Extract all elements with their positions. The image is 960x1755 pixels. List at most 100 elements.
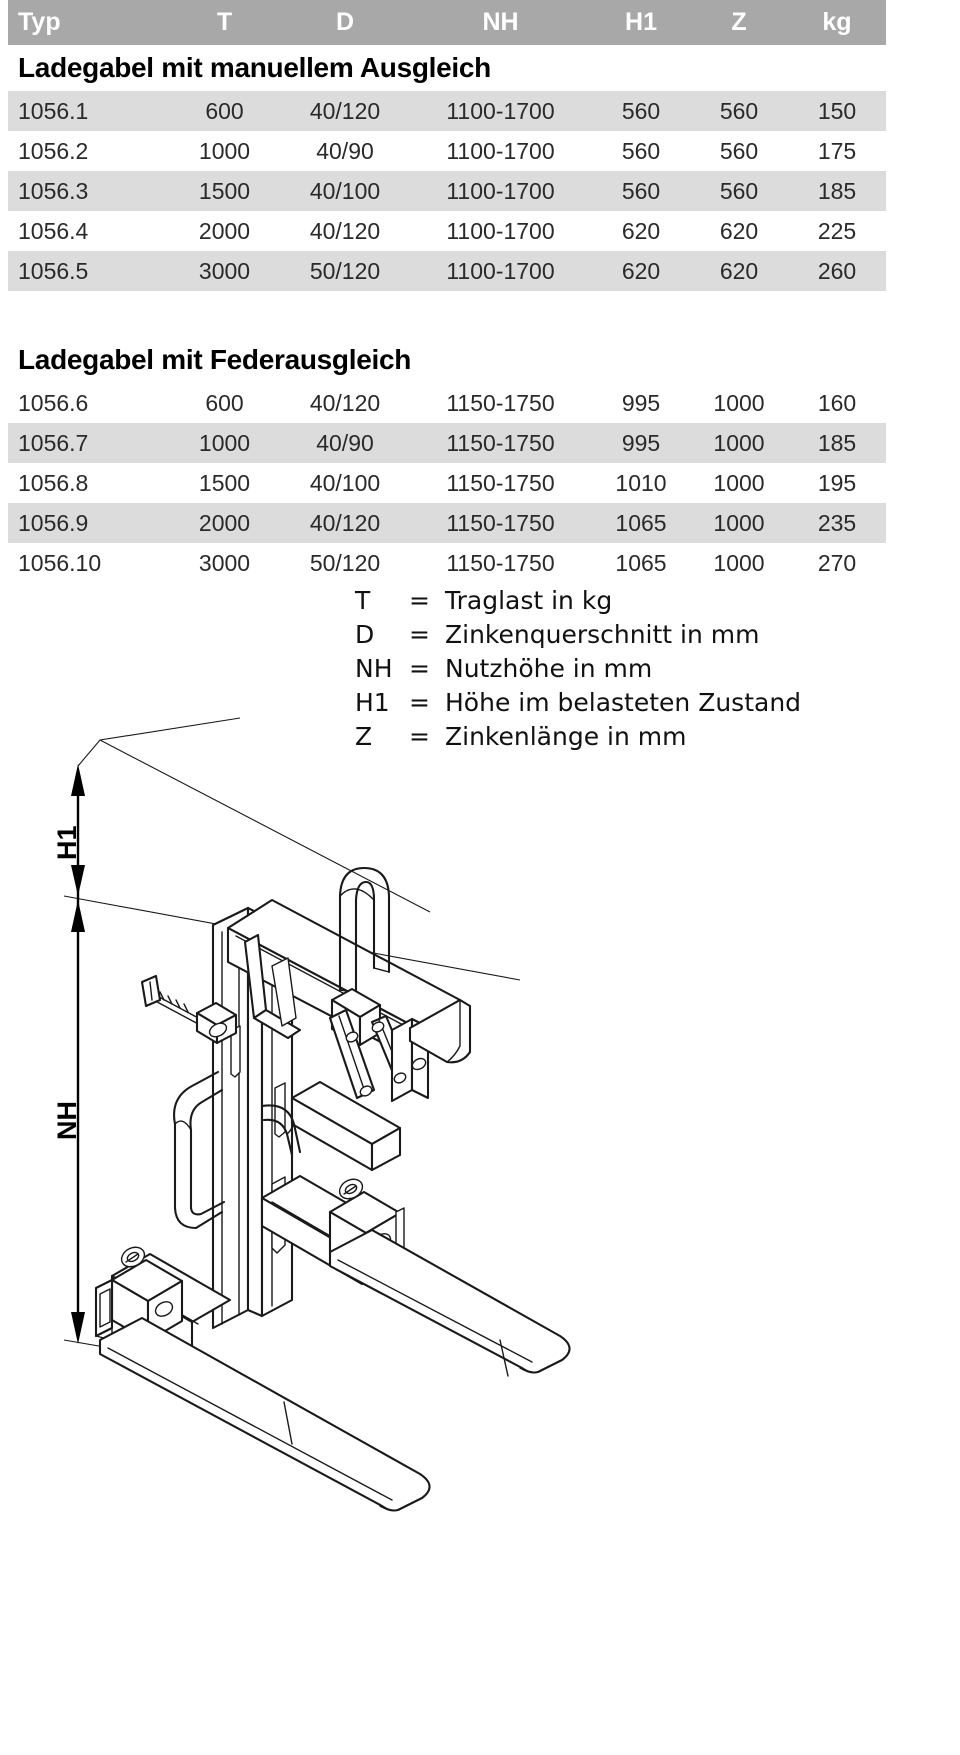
cell-h1: 620 (592, 251, 690, 291)
table-row: 1056.7 1000 40/90 1150-1750 995 1000 185 (8, 423, 886, 463)
cell-z: 1000 (690, 503, 788, 543)
cell-h1: 995 (592, 423, 690, 463)
table-row: 1056.1 600 40/120 1100-1700 560 560 150 (8, 91, 886, 131)
cell-t: 600 (168, 91, 281, 131)
dimension-line-vertical (71, 764, 85, 1344)
legend-key: D (355, 620, 375, 649)
legend-equals: = (409, 586, 430, 615)
specification-table: Typ T D NH H1 Z kg Ladegabel mit manuell… (8, 0, 886, 583)
cell-h1: 1065 (592, 503, 690, 543)
cell-d: 40/120 (281, 383, 409, 423)
column-header-t: T (168, 0, 281, 45)
cell-z: 1000 (690, 383, 788, 423)
cell-t: 1500 (168, 171, 281, 211)
adjustment-spindle (140, 974, 238, 1045)
cell-typ: 1056.5 (8, 251, 168, 291)
table-header-row: Typ T D NH H1 Z kg (8, 0, 886, 45)
cell-t: 3000 (168, 251, 281, 291)
fork-tine-front (98, 1316, 431, 1512)
cell-t: 1000 (168, 131, 281, 171)
cell-nh: 1150-1750 (409, 423, 592, 463)
cell-typ: 1056.2 (8, 131, 168, 171)
cell-d: 40/100 (281, 171, 409, 211)
cell-nh: 1150-1750 (409, 543, 592, 583)
legend-equals: = (409, 654, 430, 683)
column-header-d: D (281, 0, 409, 45)
cell-d: 50/120 (281, 543, 409, 583)
load-fork-isometric-drawing: .ln { fill:none; stroke:#1a1a1a; stroke-… (63, 717, 571, 1512)
cell-nh: 1100-1700 (409, 211, 592, 251)
cell-z: 1000 (690, 543, 788, 583)
legend-key: H1 (355, 688, 390, 717)
cell-kg: 235 (788, 503, 886, 543)
table-row: 1056.9 2000 40/120 1150-1750 1065 1000 2… (8, 503, 886, 543)
cell-h1: 560 (592, 171, 690, 211)
load-fork-assembly (94, 866, 571, 1512)
cell-h1: 560 (592, 91, 690, 131)
cell-z: 560 (690, 91, 788, 131)
cell-t: 1500 (168, 463, 281, 503)
legend-value: Höhe im belasteten Zustand (445, 688, 802, 717)
left-ring-pin (120, 1246, 146, 1268)
cell-kg: 195 (788, 463, 886, 503)
table-row: 1056.6 600 40/120 1150-1750 995 1000 160 (8, 383, 886, 423)
left-hook-bracket (243, 933, 302, 1040)
legend-value: Zinkenquerschnitt in mm (445, 620, 760, 649)
right-ring-pin (338, 1178, 364, 1200)
cell-d: 50/120 (281, 251, 409, 291)
right-clamp-linkage (328, 987, 430, 1103)
legend-equals: = (409, 688, 430, 717)
cell-kg: 150 (788, 91, 886, 131)
legend-item-h1: H1 = Höhe im belasteten Zustand (355, 686, 801, 720)
table-row: 1056.10 3000 50/120 1150-1750 1065 1000 … (8, 543, 886, 583)
cell-t: 3000 (168, 543, 281, 583)
cell-typ: 1056.1 (8, 91, 168, 131)
column-header-typ: Typ (8, 0, 168, 45)
legend-item-d: D = Zinkenquerschnitt in mm (355, 618, 801, 652)
legend-value: Nutzhöhe in mm (445, 654, 653, 683)
cell-nh: 1100-1700 (409, 131, 592, 171)
cell-z: 1000 (690, 463, 788, 503)
tine-edge-lines (141, 1229, 561, 1475)
cell-kg: 225 (788, 211, 886, 251)
cell-kg: 160 (788, 383, 886, 423)
table-row: 1056.2 1000 40/90 1100-1700 560 560 175 (8, 131, 886, 171)
cell-kg: 175 (788, 131, 886, 171)
column-header-nh: NH (409, 0, 592, 45)
cell-d: 40/90 (281, 423, 409, 463)
legend-value: Zinkenlänge in mm (445, 722, 687, 751)
cell-typ: 1056.6 (8, 383, 168, 423)
cell-d: 40/120 (281, 211, 409, 251)
cell-z: 560 (690, 131, 788, 171)
fork-tine-rear (328, 1228, 571, 1377)
section-title-manual: Ladegabel mit manuellem Ausgleich (8, 45, 886, 91)
cell-h1: 1065 (592, 543, 690, 583)
cell-h1: 995 (592, 383, 690, 423)
section-title-spring: Ladegabel mit Federausgleich (8, 337, 886, 383)
end-paddle-plate (408, 998, 472, 1064)
cell-h1: 620 (592, 211, 690, 251)
cell-kg: 185 (788, 171, 886, 211)
cell-h1: 1010 (592, 463, 690, 503)
legend-item-nh: NH = Nutzhöhe in mm (355, 652, 801, 686)
table-section-gap (8, 291, 886, 337)
operator-handle (173, 1070, 226, 1230)
cell-typ: 1056.9 (8, 503, 168, 543)
table-row: 1056.8 1500 40/100 1150-1750 1010 1000 1… (8, 463, 886, 503)
column-header-z: Z (690, 0, 788, 45)
cell-typ: 1056.4 (8, 211, 168, 251)
legend-equals: = (409, 722, 430, 751)
cell-nh: 1150-1750 (409, 383, 592, 423)
table-row: 1056.4 2000 40/120 1100-1700 620 620 225 (8, 211, 886, 251)
section-title-row-spring: Ladegabel mit Federausgleich (8, 337, 886, 383)
legend-item-z: Z = Zinkenlänge in mm (355, 720, 801, 754)
legend-item-t: T = Traglast in kg (355, 584, 801, 618)
cell-t: 1000 (168, 423, 281, 463)
cell-d: 40/100 (281, 463, 409, 503)
cell-kg: 270 (788, 543, 886, 583)
cell-nh: 1100-1700 (409, 91, 592, 131)
cell-t: 2000 (168, 503, 281, 543)
legend-key: Z (355, 722, 373, 751)
cell-nh: 1100-1700 (409, 171, 592, 211)
cell-typ: 1056.10 (8, 543, 168, 583)
